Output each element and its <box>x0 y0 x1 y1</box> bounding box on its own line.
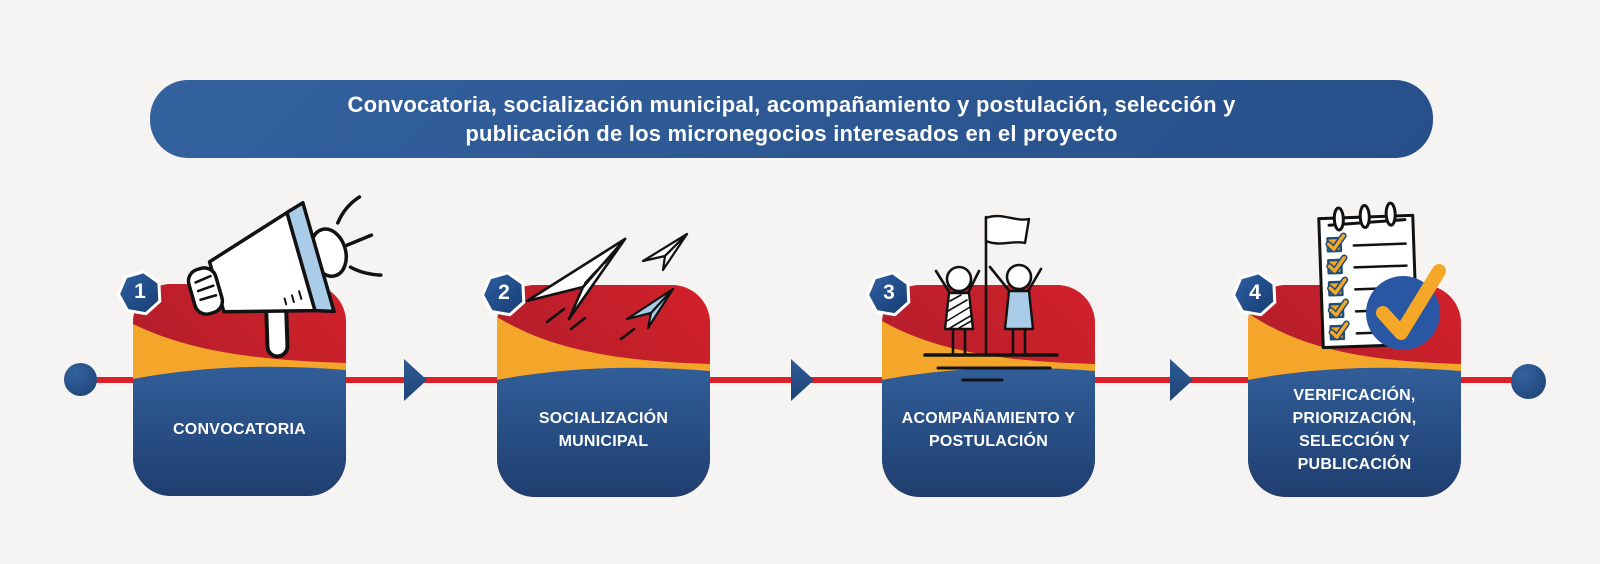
flow-arrow-icon <box>791 359 814 401</box>
timeline-end-node <box>1511 364 1546 399</box>
title-banner: Convocatoria, socialización municipal, a… <box>150 80 1433 158</box>
step-card-convocatoria: 1 CONVOCATORIA <box>117 195 383 496</box>
step-number-badge: 3 <box>866 270 912 317</box>
people-flag-icon <box>917 205 1062 385</box>
step-number-badge: 2 <box>481 270 527 317</box>
paper-planes-icon <box>517 229 702 347</box>
step-card-background <box>882 285 1095 497</box>
step-label: SOCIALIZACIÓN MUNICIPAL <box>538 410 669 450</box>
step-label: ACOMPAÑAMIENTO Y POSTULACIÓN <box>901 410 1076 450</box>
step-label: VERIFICACIÓN, PRIORIZACIÓN, SELECCIÓN Y … <box>1292 387 1417 473</box>
step-number-badge: 1 <box>117 269 163 316</box>
checklist-icon <box>1303 201 1451 365</box>
step-label: CONVOCATORIA <box>173 420 306 438</box>
step-number: 2 <box>498 280 510 304</box>
step-card-socializacion: 2 SOCIALIZACIÓN MUNICIPAL <box>481 232 710 497</box>
step-number: 4 <box>1249 280 1261 304</box>
step-number: 3 <box>883 280 895 304</box>
step-card-acompanamiento: 3 ACOMPAÑAMIENTO Y POSTULACIÓN <box>866 214 1095 497</box>
flow-arrow-icon <box>404 359 427 401</box>
timeline-start-node <box>64 363 97 396</box>
step-number: 1 <box>134 279 146 303</box>
title-banner-text: Convocatoria, socialización municipal, a… <box>347 92 1236 146</box>
step-card-verificacion: 4 VERIFICACIÓN, PRIORIZACIÓN, SELECCIÓN … <box>1232 201 1461 497</box>
step-card-background <box>133 284 346 496</box>
megaphone-icon <box>183 195 383 359</box>
step-card-background <box>497 285 710 497</box>
flow-arrow-icon <box>1170 359 1193 401</box>
step-number-badge: 4 <box>1232 270 1278 317</box>
